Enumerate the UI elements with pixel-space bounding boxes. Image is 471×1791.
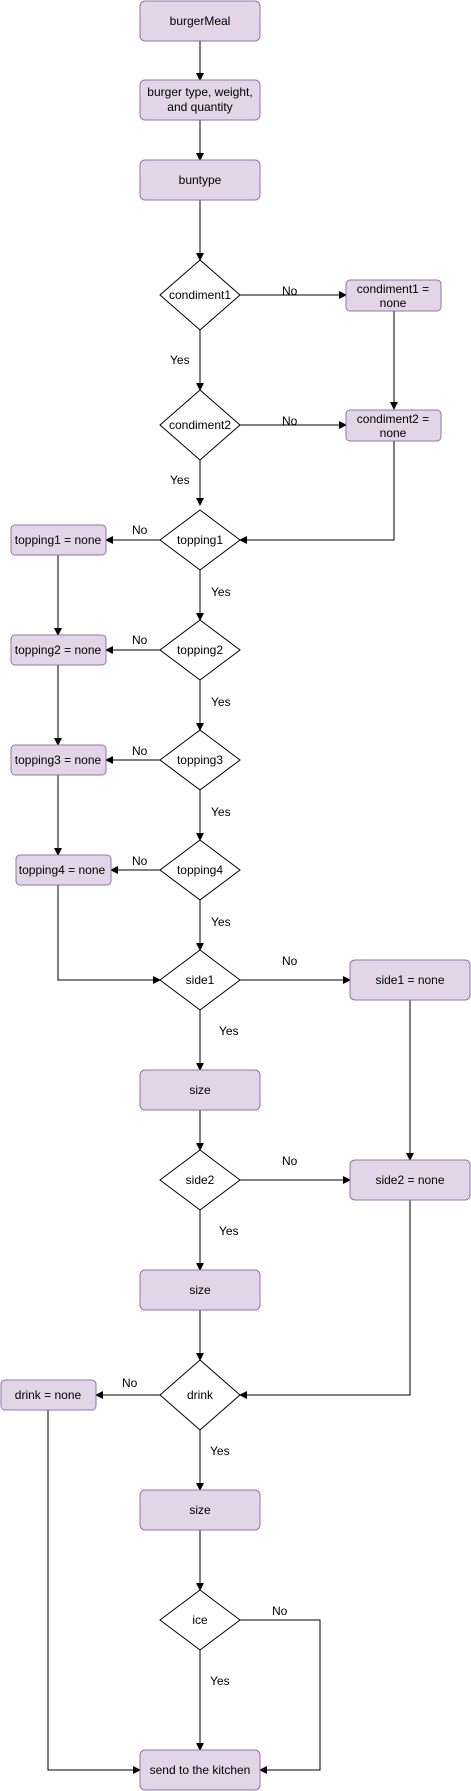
decision-topping2-label: topping2 — [177, 643, 223, 657]
node-condiment2-none-label-line2: none — [380, 426, 407, 440]
node-side1-none: side1 = none — [349, 959, 471, 1001]
label-topping2-no: No — [132, 633, 148, 647]
label-topping4-no: No — [132, 854, 148, 868]
decision-topping1: topping1 — [159, 509, 241, 571]
label-drink-no: No — [122, 1376, 138, 1390]
node-size-1: size — [139, 1069, 261, 1111]
decision-side2-label: side2 — [186, 1173, 215, 1187]
node-side2-none-label: side2 = none — [375, 1173, 444, 1187]
node-condiment1-none-label-line2: none — [380, 296, 407, 310]
node-drink-none-label: drink = none — [15, 1388, 82, 1402]
edge-topping4none-to-side1 — [57, 885, 161, 984]
decision-ice: ice — [159, 1589, 241, 1651]
label-ice-yes: Yes — [210, 1674, 230, 1688]
decision-topping4-label: topping4 — [177, 863, 223, 877]
label-topping3-yes: Yes — [211, 805, 231, 819]
label-condiment2-yes: Yes — [170, 473, 190, 487]
decision-side1: side1 — [159, 949, 241, 1011]
node-burger-type: burger type, weight, and quantity — [139, 79, 261, 121]
node-condiment2-none-label-line1: condiment2 = — [357, 412, 429, 426]
label-condiment2-no: No — [282, 414, 298, 428]
node-burger-type-label-line1: burger type, weight, — [147, 85, 252, 99]
node-size-2-label: size — [189, 1283, 211, 1297]
label-side2-no: No — [282, 1154, 298, 1168]
label-topping4-yes: Yes — [211, 915, 231, 929]
decision-topping4: topping4 — [159, 839, 241, 901]
label-topping1-yes: Yes — [211, 585, 231, 599]
node-burgermeal: burgerMeal — [139, 0, 261, 42]
node-topping1-none: topping1 = none — [10, 524, 107, 556]
node-topping4-none: topping4 = none — [15, 854, 112, 886]
node-topping3-none: topping3 = none — [10, 744, 107, 776]
node-burger-type-label-line2: and quantity — [167, 100, 232, 114]
node-size-3: size — [139, 1489, 261, 1531]
edge-side2none-to-drink — [239, 1200, 411, 1399]
node-size-1-label: size — [189, 1083, 211, 1097]
node-topping2-none-label: topping2 = none — [15, 643, 102, 657]
decision-topping2: topping2 — [159, 619, 241, 681]
decision-topping3: topping3 — [159, 729, 241, 791]
node-side1-none-label: side1 = none — [375, 973, 444, 987]
node-topping2-none: topping2 = none — [10, 634, 107, 666]
node-condiment1-none: condiment1 = none — [345, 279, 442, 312]
label-side1-no: No — [282, 954, 298, 968]
decision-condiment2: condiment2 — [159, 389, 241, 461]
decision-condiment1-label: condiment1 — [169, 288, 231, 302]
decision-topping3-label: topping3 — [177, 753, 223, 767]
decision-side1-label: side1 — [186, 973, 215, 987]
node-buntype: buntype — [139, 159, 261, 201]
label-topping2-yes: Yes — [211, 695, 231, 709]
label-side1-yes: Yes — [219, 1024, 239, 1038]
node-size-2: size — [139, 1269, 261, 1311]
edge-condiment2none-to-topping1 — [239, 441, 395, 544]
decision-side2: side2 — [159, 1149, 241, 1211]
label-side2-yes: Yes — [219, 1224, 239, 1238]
label-condiment1-yes: Yes — [170, 353, 190, 367]
decision-ice-label: ice — [192, 1613, 208, 1627]
node-side2-none: side2 = none — [349, 1159, 471, 1201]
edge-labels: No Yes No Yes No Yes No Yes No Yes No Ye… — [122, 284, 298, 1688]
node-topping3-none-label: topping3 = none — [15, 753, 102, 767]
node-drink-none: drink = none — [0, 1379, 97, 1411]
node-send-to-kitchen: send to the kitchen — [139, 1749, 261, 1791]
node-topping4-none-label: topping4 = none — [19, 863, 106, 877]
decision-drink-label: drink — [187, 1388, 214, 1402]
decision-condiment2-label: condiment2 — [169, 418, 231, 432]
node-topping1-none-label: topping1 = none — [15, 533, 102, 547]
node-condiment1-none-label-line1: condiment1 = — [357, 282, 429, 296]
label-ice-no: No — [272, 1604, 288, 1618]
edge-drinknone-to-kitchen — [47, 1410, 141, 1774]
decision-condiment1: condiment1 — [159, 259, 241, 331]
edge-ice-no — [240, 1619, 321, 1774]
label-topping1-no: No — [132, 523, 148, 537]
label-topping3-no: No — [132, 744, 148, 758]
decision-drink: drink — [159, 1359, 241, 1431]
node-size-3-label: size — [189, 1503, 211, 1517]
decision-topping1-label: topping1 — [177, 533, 223, 547]
edges — [47, 40, 414, 1774]
node-burgermeal-label: burgerMeal — [170, 14, 231, 28]
label-drink-yes: Yes — [210, 1444, 230, 1458]
node-send-to-kitchen-label: send to the kitchen — [150, 1763, 251, 1777]
label-condiment1-no: No — [282, 284, 298, 298]
node-condiment2-none: condiment2 = none — [345, 409, 442, 442]
node-buntype-label: buntype — [179, 173, 222, 187]
